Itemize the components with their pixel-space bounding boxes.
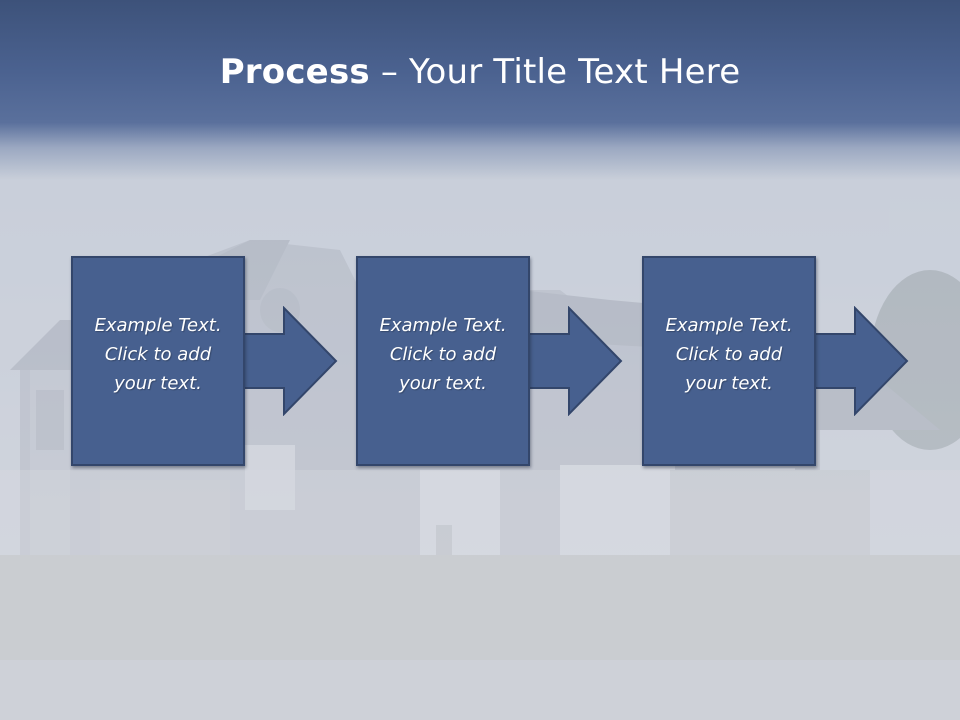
step-2-line-2: Click to add	[389, 343, 497, 365]
step-1-text: Example Text. Click to add your text.	[94, 311, 221, 398]
process-arrow-3	[813, 306, 909, 416]
process-arrow-1	[242, 306, 338, 416]
step-2-text: Example Text. Click to add your text.	[379, 311, 506, 398]
step-2-line-3: your text.	[399, 372, 487, 394]
step-1-line-3: your text.	[114, 372, 202, 394]
step-3-text: Example Text. Click to add your text.	[665, 311, 792, 398]
title-rest: – Your Title Text Here	[369, 52, 741, 92]
title-bold: Process	[219, 52, 370, 92]
step-3-line-3: your text.	[685, 372, 773, 394]
process-step-1[interactable]: Example Text. Click to add your text.	[71, 256, 245, 466]
step-2-line-1: Example Text.	[379, 314, 507, 336]
process-step-3[interactable]: Example Text. Click to add your text.	[642, 256, 816, 466]
step-3-line-1: Example Text.	[665, 314, 793, 336]
step-1-line-2: Click to add	[104, 343, 212, 365]
header-band	[0, 0, 960, 180]
step-3-line-2: Click to add	[675, 343, 783, 365]
process-step-2[interactable]: Example Text. Click to add your text.	[356, 256, 530, 466]
step-1-line-1: Example Text.	[94, 314, 222, 336]
slide-title[interactable]: Process – Your Title Text Here	[0, 52, 960, 92]
process-arrow-2	[527, 306, 623, 416]
